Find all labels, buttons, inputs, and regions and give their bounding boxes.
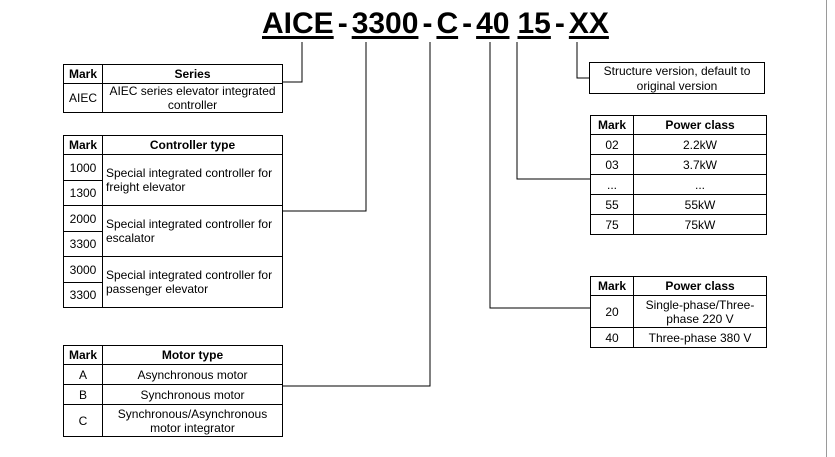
power-header-mark: Mark — [590, 115, 634, 135]
motor-mark: B — [63, 384, 103, 405]
power-table: Mark Power class 02 2.2kW 03 3.7kW ... .… — [590, 115, 767, 235]
controller-header-mark: Mark — [63, 135, 103, 155]
power-mark: 03 — [590, 154, 634, 175]
code-motor: C — [436, 7, 459, 40]
code-controller: 3300 — [351, 7, 419, 40]
series-header-mark: Mark — [63, 64, 103, 84]
controller-mark: 3300 — [63, 231, 103, 257]
controller-mark: 1300 — [63, 180, 103, 206]
power-mark: 75 — [590, 214, 634, 235]
power-text: 75kW — [633, 214, 767, 235]
motor-text: Synchronous motor — [102, 384, 283, 405]
code-separator: - — [554, 7, 565, 40]
series-mark: AIEC — [63, 83, 103, 113]
voltage-table: Mark Power class 20 Single-phase/Three-p… — [590, 276, 767, 348]
controller-mark: 3000 — [63, 256, 103, 283]
controller-text: Special integrated controller for escala… — [102, 205, 283, 257]
connector-motor — [282, 42, 431, 387]
controller-header-type: Controller type — [102, 135, 283, 155]
motor-mark: C — [63, 404, 103, 437]
voltage-header-mark: Mark — [590, 276, 634, 296]
code-structure: XX — [568, 7, 609, 40]
structure-note: Structure version, default to original v… — [589, 62, 765, 94]
power-mark: ... — [590, 174, 634, 195]
connector-controller — [282, 42, 367, 212]
code-separator: - — [422, 7, 433, 40]
code-power: 15 — [517, 7, 551, 40]
controller-text: Special integrated controller for passen… — [102, 256, 283, 308]
connector-structure — [576, 42, 589, 79]
code-series: AICE — [262, 7, 334, 40]
page-edge-line — [826, 0, 827, 457]
motor-text: Asynchronous motor — [102, 364, 283, 385]
code-separator: - — [462, 7, 473, 40]
power-mark: 02 — [590, 134, 634, 155]
connector-series — [282, 42, 303, 83]
series-text: AIEC series elevator integrated controll… — [102, 83, 283, 113]
code-voltage: 40 — [476, 7, 510, 40]
voltage-text: Single-phase/Three-phase 220 V — [633, 295, 767, 328]
motor-text: Synchronous/Asynchronous motor integrato… — [102, 404, 283, 437]
power-header-class: Power class — [633, 115, 767, 135]
connector-power — [516, 42, 590, 180]
controller-mark: 1000 — [63, 154, 103, 181]
controller-table: Mark Controller type 1000 Special integr… — [63, 135, 283, 308]
power-text: 3.7kW — [633, 154, 767, 175]
voltage-text: Three-phase 380 V — [633, 327, 767, 348]
motor-header-mark: Mark — [63, 345, 103, 365]
power-text: 2.2kW — [633, 134, 767, 155]
series-header-series: Series — [102, 64, 283, 84]
voltage-header-class: Power class — [633, 276, 767, 296]
power-text: ... — [633, 174, 767, 195]
voltage-mark: 20 — [590, 295, 634, 328]
controller-mark: 3300 — [63, 282, 103, 308]
controller-mark: 2000 — [63, 205, 103, 232]
connector-voltage — [489, 42, 590, 309]
voltage-mark: 40 — [590, 327, 634, 348]
motor-mark: A — [63, 364, 103, 385]
power-mark: 55 — [590, 194, 634, 215]
motor-table: Mark Motor type A Asynchronous motor B S… — [63, 345, 283, 437]
controller-text: Special integrated controller for freigh… — [102, 154, 283, 206]
series-table: Mark Series AIEC AIEC series elevator in… — [63, 64, 283, 113]
code-separator: - — [337, 7, 348, 40]
motor-header-type: Motor type — [102, 345, 283, 365]
power-text: 55kW — [633, 194, 767, 215]
